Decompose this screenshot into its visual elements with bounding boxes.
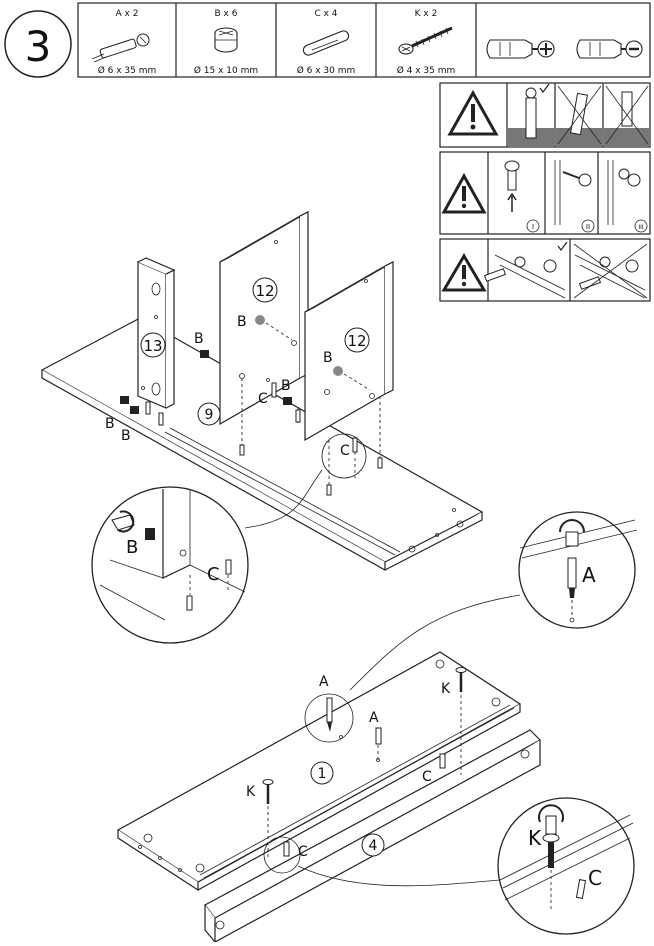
cam-locked-icon <box>607 160 641 225</box>
dowel-order-wrong-icon <box>573 243 648 299</box>
dowel-order-correct-icon <box>483 241 568 299</box>
panel-13-label: 13 <box>143 337 162 355</box>
warning-triangle-icon <box>447 89 499 136</box>
letter-a: A <box>369 710 379 726</box>
phillips-screwdriver-icon <box>486 39 555 59</box>
cam-lock-b <box>120 350 292 414</box>
zoom-detail-cam: B C <box>99 489 246 621</box>
letter-k: K <box>246 784 256 800</box>
cam-turn-icon <box>554 160 592 225</box>
panel-12a-label: 12 <box>255 282 274 300</box>
warning-box-2: I II III <box>439 151 651 235</box>
cam-insert-icon <box>504 160 520 212</box>
parts-table: A x 2 Ø 6 x 35 mm B x 6 Ø 15 x 10 mm C x… <box>77 2 651 78</box>
letter-b: B <box>194 331 204 347</box>
panel-9-label: 9 <box>205 407 214 423</box>
upper-assembly: 13 12 B 12 B 9 <box>40 211 484 644</box>
warning-triangle-icon <box>441 172 487 214</box>
part-b-label: B x 6 <box>215 9 238 19</box>
zoom-detail-cam-bolt: A <box>519 519 638 623</box>
panel-4-label: 4 <box>369 838 378 854</box>
part-k-dim: Ø 4 x 35 mm <box>397 65 456 76</box>
step-number-badge: 3 <box>4 10 72 78</box>
part-a-dim: Ø 6 x 35 mm <box>98 65 157 76</box>
letter-a: A <box>582 563 596 587</box>
letter-c: C <box>207 564 220 585</box>
zoom-detail-screw: K C <box>499 804 634 910</box>
dowel-cam-bolt-icon <box>91 33 150 63</box>
part-a-label: A x 2 <box>116 9 139 19</box>
letter-c: C <box>258 391 268 407</box>
warning-box-1 <box>439 82 651 148</box>
letter-a: A <box>319 674 329 690</box>
letter-c: C <box>340 443 350 459</box>
letter-b: B <box>126 537 138 558</box>
letter-b: B <box>323 350 333 366</box>
part-c-label: C x 4 <box>314 9 337 19</box>
part-k-label: K x 2 <box>415 9 438 19</box>
letter-k: K <box>441 681 451 697</box>
letter-c: C <box>588 866 602 890</box>
dowel-correct-icon <box>525 83 550 139</box>
part-c-dim: Ø 6 x 30 mm <box>297 65 356 76</box>
warning-box-3 <box>439 238 651 302</box>
wooden-dowel-icon <box>302 30 350 56</box>
lower-assembly: 1 4 A A K K C C <box>116 651 541 944</box>
letter-b: B <box>281 378 291 394</box>
roman-ii: II <box>586 223 590 231</box>
roman-iii: III <box>638 224 644 231</box>
roman-i: I <box>532 223 534 231</box>
letter-c: C <box>422 769 432 785</box>
letter-b: B <box>121 428 131 444</box>
screw-icon <box>398 26 453 55</box>
panel-12b-label: 12 <box>347 332 366 350</box>
letter-c: C <box>298 844 308 860</box>
letter-b: B <box>105 416 115 432</box>
warning-triangle-icon <box>441 253 487 292</box>
cam-lock-icon <box>214 27 238 53</box>
step-number: 3 <box>25 22 52 71</box>
dowel-wrong-icon <box>605 85 649 145</box>
dowel-wrong-icon <box>557 85 602 145</box>
letter-b: B <box>237 314 247 330</box>
panel-1-label: 1 <box>318 766 327 782</box>
flathead-screwdriver-icon <box>576 39 643 59</box>
part-b-dim: Ø 15 x 10 mm <box>194 65 258 76</box>
letter-k: K <box>528 826 542 850</box>
